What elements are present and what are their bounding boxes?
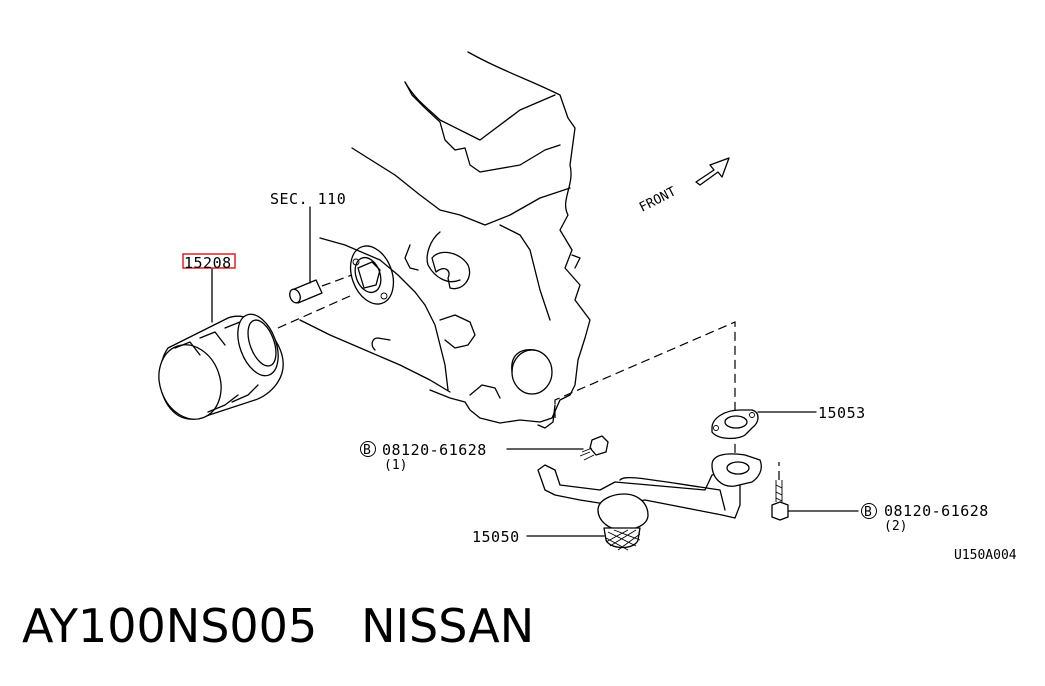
front-arrow-icon <box>695 157 730 186</box>
bolt-1-drawing <box>506 435 609 461</box>
bolt-code-circle-2 <box>861 503 877 519</box>
image-caption: AY100NS005 NISSAN <box>22 599 535 653</box>
label-reference-code: U150A004 <box>954 548 1017 563</box>
highlight-box <box>182 253 236 269</box>
label-part-15053: 15053 <box>818 404 866 422</box>
label-front: FRONT <box>637 184 679 215</box>
bolt-2-drawing <box>771 462 859 521</box>
gasket-drawing <box>711 409 817 440</box>
connector-pipe-drawing <box>289 206 353 304</box>
label-bolt2-qty: (2) <box>884 519 907 534</box>
bolt-code-circle-1 <box>360 441 376 457</box>
label-bolt1-qty: (1) <box>384 458 407 473</box>
pickup-dashed-lines <box>554 321 736 470</box>
label-bolt2-code: B <box>864 505 872 520</box>
label-part-15208: 15208 <box>184 254 232 272</box>
label-bolt2-part: 08120-61628 <box>884 502 989 520</box>
engine-block-drawing <box>299 51 591 429</box>
label-bolt1-part: 08120-61628 <box>382 441 487 459</box>
oil-strainer-drawing <box>526 453 762 551</box>
label-part-15050: 15050 <box>472 528 520 546</box>
label-sec-110: SEC. 110 <box>270 190 346 208</box>
label-bolt1-code: B <box>363 443 371 458</box>
oil-filter-drawing <box>158 267 351 420</box>
